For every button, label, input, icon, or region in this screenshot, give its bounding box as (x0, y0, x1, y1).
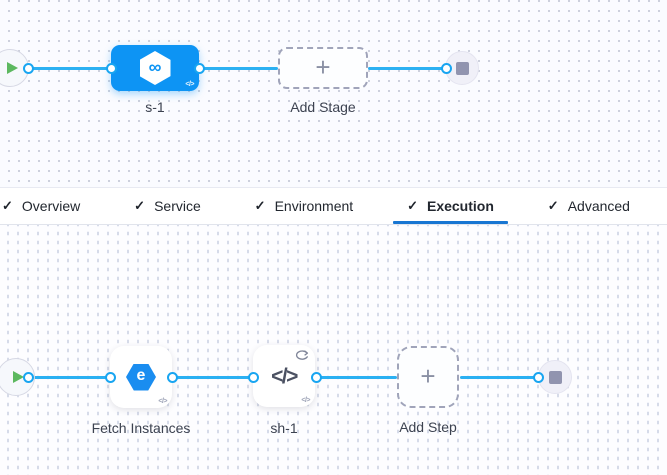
add-stage-button[interactable]: + (278, 47, 368, 89)
connector-line (316, 375, 397, 379)
tab-label: Service (154, 198, 201, 214)
step-node-fetch-instances[interactable]: e </> (110, 346, 172, 408)
step-label: sh-1 (270, 420, 298, 436)
tab-label: Execution (426, 198, 494, 214)
play-icon (6, 62, 18, 74)
connector-dot (22, 371, 34, 383)
execution-steps-canvas: e </> </> </> + Fetch Instances sh-1 Add… (0, 225, 667, 475)
tab-label: Environment (274, 198, 354, 214)
check-icon: ✓ (254, 198, 266, 213)
stage-pipeline-canvas: ∞ </> + s-1 Add Stage (0, 0, 667, 188)
execution-end-node (538, 360, 572, 394)
code-badge-icon: </> (185, 81, 194, 88)
check-icon: ✓ (407, 198, 418, 213)
connector-line (368, 66, 446, 70)
tab-label: Overview (21, 198, 81, 214)
connector-dot (310, 371, 322, 383)
connector-line (460, 375, 538, 379)
stage-node-s-1[interactable]: ∞ </> (111, 45, 199, 91)
connector-line (28, 375, 110, 379)
connector-line (199, 66, 278, 70)
stage-config-tabbar: ✓ Overview ✓ Service ✓ Environment ✓ Exe… (0, 188, 667, 225)
active-tab-underline (393, 221, 508, 224)
connector-dot (104, 371, 116, 383)
connector-dot (166, 371, 178, 383)
tab-execution[interactable]: ✓ Execution (393, 188, 508, 224)
elastigroup-glyph: e (136, 367, 146, 384)
stop-icon (548, 370, 562, 384)
step-label: Fetch Instances (91, 420, 191, 436)
step-node-sh-1[interactable]: </> </> (253, 345, 315, 407)
plus-icon: + (420, 360, 436, 391)
add-step-button[interactable]: + (397, 346, 459, 408)
stop-icon (455, 61, 469, 75)
play-icon (12, 371, 24, 383)
tab-service[interactable]: ✓ Service (121, 188, 214, 224)
code-badge-icon: </> (301, 397, 310, 404)
add-step-label: Add Step (399, 419, 457, 435)
add-stage-label: Add Stage (290, 99, 356, 115)
connector-line (172, 375, 253, 379)
tab-advanced[interactable]: ✓ Advanced (535, 188, 643, 224)
connector-dot (193, 62, 205, 74)
check-icon: ✓ (2, 198, 13, 213)
shell-script-icon: </> (271, 364, 298, 388)
plus-icon: + (315, 51, 331, 82)
connector-dot (105, 62, 117, 74)
deploy-stage-hexagon-icon: ∞ (139, 51, 171, 85)
check-icon: ✓ (547, 198, 559, 213)
check-icon: ✓ (134, 198, 146, 213)
connector-line (28, 66, 111, 70)
infinity-icon: ∞ (148, 56, 162, 77)
elastigroup-icon: e (126, 363, 156, 391)
connector-dot (22, 62, 34, 74)
tab-label: Advanced (567, 198, 630, 214)
code-badge-icon: </> (158, 398, 167, 405)
connector-dot (440, 62, 452, 74)
tab-environment[interactable]: ✓ Environment (242, 188, 367, 224)
connector-dot (532, 371, 544, 383)
connector-dot (247, 371, 259, 383)
tab-overview[interactable]: ✓ Overview (2, 188, 93, 224)
stage-label: s-1 (145, 99, 165, 115)
looping-strategy-icon (295, 350, 309, 360)
